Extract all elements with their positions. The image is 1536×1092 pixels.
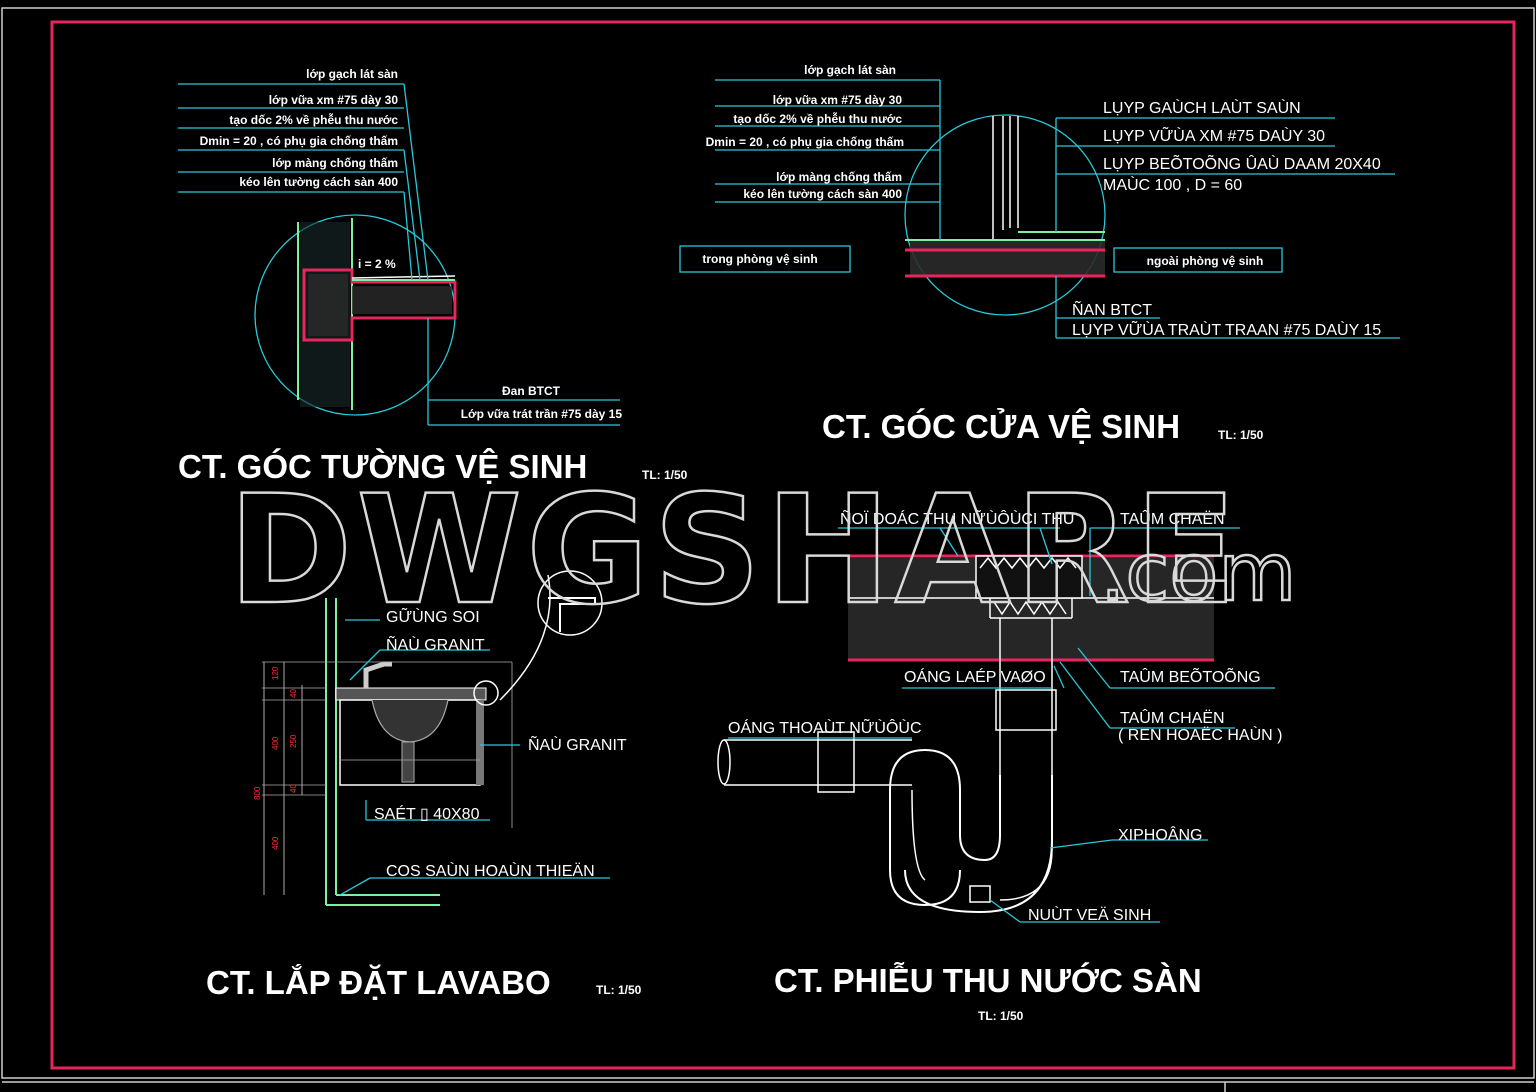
d3-label-mirror: GỮÙNG SOI (386, 606, 480, 626)
d1-label-1: lớp gạch lát sàn (306, 67, 398, 81)
d2-right-4: MAÙC 100 , D = 60 (1103, 175, 1242, 194)
box-outside (1113, 247, 1283, 273)
d1-label-6: kéo lên tường cách sàn 400 (239, 175, 398, 189)
d1-label-3: tạo dốc 2% về phễu thu nước (229, 112, 398, 127)
d2-box-right: ngoài phòng vệ sinh (1147, 254, 1264, 268)
detail-door-corner: lớp gạch lát sàn lớp vữa xm #75 dày 30 t… (679, 63, 1400, 445)
lavabo-detail-circle (537, 570, 603, 636)
detail-circle (254, 214, 456, 416)
d4-label-drain-pipe: OÁNG THOAÙT NỮÙÔÙC (728, 717, 922, 737)
outer-frame (1, 7, 1535, 1079)
d1-label-7: Đan BTCT (502, 384, 561, 398)
scale-door-corner: TL: 1/50 (1218, 428, 1264, 442)
watermark-main: DWGSHARE (228, 464, 1241, 638)
d2-box-left: trong phòng vệ sinh (702, 252, 817, 266)
dim-40a: 40 (289, 689, 298, 698)
d3-label-steel: SAÉT ▯ 40X80 (374, 804, 480, 823)
dim-400a: 400 (271, 736, 280, 750)
d1-label-8: Lớp vữa trát trần #75 dày 15 (461, 407, 623, 421)
dim-250: 250 (289, 734, 298, 748)
detail-wall-corner: i = 2 % lớp gạch lát sàn lớp vữa xm #75 … (178, 67, 688, 485)
d1-label-5: lớp màng chống thấm (272, 156, 398, 170)
d3-label-granite-1: ÑAÙ GRANIT (386, 634, 485, 654)
dim-40b: 40 (289, 784, 298, 793)
d4-label-concrete: TAÛM BEÕTOÕNG (1120, 666, 1261, 686)
title-floor-drain: CT. PHIỄU THU NƯỚC SÀN (774, 962, 1202, 999)
scale-wall-corner: TL: 1/50 (642, 468, 688, 482)
title-lavabo: CT. LẮP ĐẶT LAVABO (206, 964, 551, 1001)
title-wall-corner: CT. GÓC TƯỜNG VỆ SINH (178, 448, 587, 485)
d2-bottom-1: ÑAN BTCT (1072, 299, 1152, 319)
d4-label-fitting: OÁNG LAÉP VAØO (904, 667, 1046, 686)
d2-right-1: LỤYP GAÙCH LAÙT SAÙN (1103, 98, 1301, 117)
drawing-border (50, 20, 1516, 1070)
watermark-suffix: .com (1100, 526, 1296, 619)
d4-label-siphon: XIPHOÂNG (1118, 825, 1202, 844)
d4-label-plug: NUÙT VEÄ SINH (1028, 905, 1151, 924)
d2-label-5: lớp màng chống thấm (776, 170, 902, 184)
lavabo-dimensions: 120 40 400 250 40 800 400 (253, 666, 298, 850)
scale-lavabo: TL: 1/50 (596, 983, 642, 997)
slope-label: i = 2 % (358, 257, 396, 271)
d4-label-slope: ÑOÏ DOÁC THU NỮÙÔÙCI THU (840, 508, 1074, 528)
d2-bottom-2: LỤYP VỮÙA TRAÙT TRAAN #75 DAÙY 15 (1072, 319, 1381, 339)
d2-label-6: kéo lên tường cách sàn 400 (743, 187, 902, 201)
d4-label-stop-1: TAÛM CHAËN (1120, 509, 1225, 528)
d2-label-2: lớp vữa xm #75 dày 30 (773, 93, 903, 107)
detail-lavabo: 120 40 400 250 40 800 400 GỮÙNG SOI ÑAÙ … (206, 570, 642, 1001)
watermark: DWGSHARE .com (227, 463, 1298, 640)
d3-label-floor: COS SAÙN HOAÙN THIEÄN (386, 861, 595, 880)
d2-label-3: tạo dốc 2% về phễu thu nước (733, 111, 902, 126)
dim-800: 800 (253, 786, 262, 800)
dim-400b: 400 (271, 836, 280, 850)
d3-label-granite-2: ÑAÙ GRANIT (528, 734, 627, 754)
dim-120: 120 (271, 666, 280, 680)
detail-floor-drain: ÑOÏ DOÁC THU NỮÙÔÙCI THU TAÛM CHAËN OÁNG… (717, 508, 1282, 1023)
detail-circle-2 (904, 114, 1106, 316)
d2-label-4: Dmin = 20 , có phụ gia chống thấm (706, 135, 904, 149)
d2-right-2: LỤYP VỮÙA XM #75 DAÙY 30 (1103, 125, 1325, 145)
d4-label-thread: ( REN HOAËC HAÙN ) (1118, 725, 1282, 744)
d4-label-stop-2: TAÛM CHAËN (1120, 708, 1225, 727)
title-door-corner: CT. GÓC CỬA VỆ SINH (822, 408, 1180, 445)
d2-label-1: lớp gạch lát sàn (804, 63, 896, 77)
slab-outline (302, 268, 457, 342)
d1-label-2: lớp vữa xm #75 dày 30 (269, 93, 399, 107)
box-inside (679, 245, 851, 273)
scale-floor-drain: TL: 1/50 (978, 1009, 1024, 1023)
d1-label-4: Dmin = 20 , có phụ gia chống thấm (200, 134, 398, 148)
d2-right-3: LỤYP BEÕTOÕNG ÛAÙ DAAM 20X40 (1103, 153, 1381, 173)
